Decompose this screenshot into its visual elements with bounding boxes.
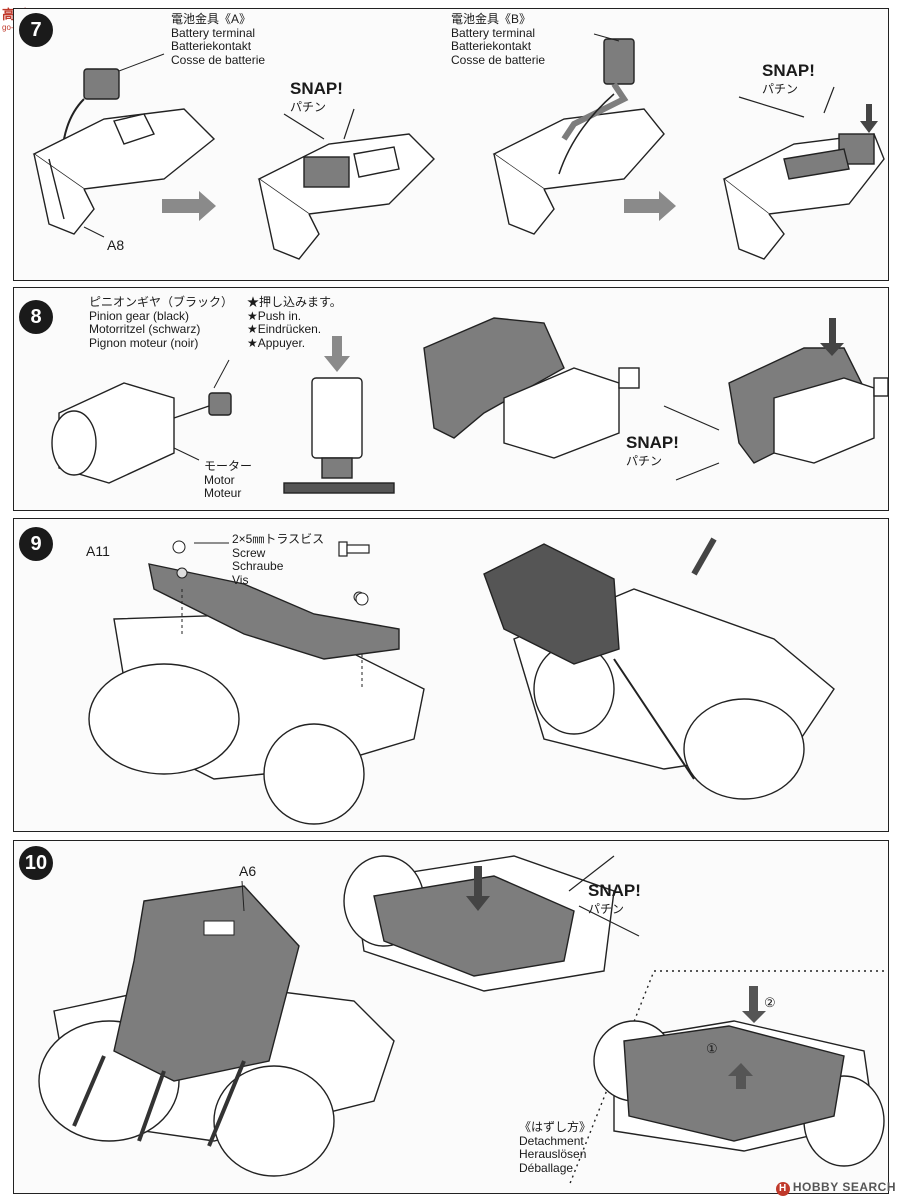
step-7-illustration <box>32 33 885 260</box>
snap-label: SNAP! パチン <box>290 79 343 117</box>
step-number-10: 10 <box>19 846 53 880</box>
pinion-gear-label: ピニオンギヤ（ブラック） Pinion gear (black) Motorri… <box>89 295 234 350</box>
label-fr: Cosse de batterie <box>171 52 266 67</box>
push-in-note: ★押し込みます。 ★Push in. ★Eindrücken. ★Appuyer… <box>247 295 342 350</box>
snap-en: SNAP! <box>626 433 679 452</box>
snap-jp: パチン <box>626 454 663 468</box>
snap-jp: パチン <box>762 82 799 96</box>
step-10-panel: 10 A6 SNAP! パチン ① ② 《はずし方》 Detachment He… <box>13 840 889 1194</box>
step-8-illustration <box>51 317 888 494</box>
step-number-9: 9 <box>19 527 53 561</box>
motor-label: モーター Motor Moteur <box>204 459 253 501</box>
part-id: A6 <box>239 863 257 879</box>
label-de: Schraube <box>232 559 284 573</box>
snap-label: SNAP! パチン <box>626 433 679 471</box>
screw-label: 2×5㎜トラスビス Screw Schraube Vis <box>232 532 325 587</box>
watermark-text: HOBBY SEARCH <box>792 1180 896 1194</box>
label-en: Motor <box>204 472 235 487</box>
step-number-8: 8 <box>19 300 53 334</box>
part-id: A8 <box>107 237 125 253</box>
label-fr: Moteur <box>204 486 242 500</box>
label-en: ★Push in. <box>247 308 302 323</box>
label-en: Battery terminal <box>451 25 536 40</box>
step-9-illustration <box>88 537 835 825</box>
step-7-panel: 7 電池金具《A》 Battery terminal Batteriekonta… <box>13 8 889 281</box>
label-en: Pinion gear (black) <box>89 308 190 323</box>
label-jp: 2×5㎜トラスビス <box>232 532 325 546</box>
detachment-label: 《はずし方》 Detachment Herauslösen Déballage <box>519 1120 592 1175</box>
label-jp: 《はずし方》 <box>519 1120 592 1134</box>
label-fr: ★Appuyer. <box>247 335 306 350</box>
step-marker-2: ② <box>764 995 776 1010</box>
step-8-panel: 8 ピニオンギヤ（ブラック） Pinion gear (black) Motor… <box>13 287 889 511</box>
label-en: Detachment <box>519 1133 584 1148</box>
snap-en: SNAP! <box>290 79 343 98</box>
snap-label: SNAP! パチン <box>588 881 641 919</box>
label-jp: ★押し込みます。 <box>247 295 342 309</box>
label-de: Batteriekontakt <box>171 39 252 53</box>
label-de: Motorritzel (schwarz) <box>89 322 201 336</box>
battery-terminal-a-label: 電池金具《A》 Battery terminal Batteriekontakt… <box>171 12 266 67</box>
snap-en: SNAP! <box>762 61 815 80</box>
snap-en: SNAP! <box>588 881 641 900</box>
label-fr: Vis <box>232 572 249 587</box>
label-de: Herauslösen <box>519 1147 587 1161</box>
step-marker-1: ① <box>706 1041 718 1056</box>
battery-terminal-b-label: 電池金具《B》 Battery terminal Batteriekontakt… <box>451 12 546 67</box>
label-en: Screw <box>232 545 266 560</box>
step-number-7: 7 <box>19 13 53 47</box>
label-jp: ピニオンギヤ（ブラック） <box>89 295 234 309</box>
snap-jp: パチン <box>588 902 625 916</box>
label-de: Batteriekontakt <box>451 39 532 53</box>
label-de: ★Eindrücken. <box>247 322 322 336</box>
label-jp: モーター <box>204 459 253 473</box>
label-jp: 電池金具《B》 <box>451 12 532 26</box>
label-jp: 電池金具《A》 <box>171 12 252 26</box>
snap-label: SNAP! パチン <box>762 61 815 99</box>
snap-jp: パチン <box>290 100 327 114</box>
label-fr: Déballage <box>519 1160 574 1175</box>
label-en: Battery terminal <box>171 25 256 40</box>
step-9-panel: 9 A11 2×5㎜トラスビス Screw Schraube Vis <box>13 518 889 832</box>
label-fr: Cosse de batterie <box>451 52 546 67</box>
part-id: A11 <box>86 543 110 559</box>
label-fr: Pignon moteur (noir) <box>89 335 199 350</box>
watermark-mark: H <box>775 1182 790 1196</box>
step-10-illustration <box>38 855 885 1187</box>
